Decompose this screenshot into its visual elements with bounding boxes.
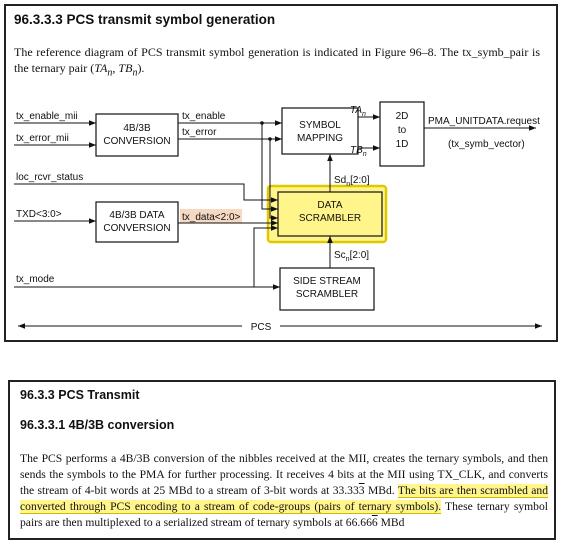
section-heading-96-3-3: 96.3.3 PCS Transmit bbox=[20, 388, 140, 402]
symbol-mapping-label-1: SYMBOL bbox=[299, 120, 341, 131]
side-stream-label-2: SCRAMBLER bbox=[296, 289, 358, 300]
para-tb-sub: n bbox=[132, 67, 138, 79]
symbol-mapping-block bbox=[281, 107, 359, 155]
input-tx-enable-mii: tx_enable_mii bbox=[16, 111, 78, 122]
tx-data-tag bbox=[180, 209, 242, 223]
data-scrambler-label-1: DATA bbox=[317, 200, 343, 211]
para-tb: TB bbox=[118, 61, 133, 75]
signal-tb: TBn bbox=[350, 145, 367, 158]
input-tx-error-mii: tx_error_mii bbox=[16, 133, 69, 144]
signal-pma-request: PMA_UNITDATA.request bbox=[428, 116, 540, 127]
data-scrambler-label-2: SCRAMBLER bbox=[299, 213, 361, 224]
junction-tx-error bbox=[268, 137, 272, 141]
signal-tx-enable: tx_enable bbox=[182, 111, 226, 122]
input-loc-rcvr-status: loc_rcvr_status bbox=[16, 172, 83, 183]
para-text: The PCS performs a 4B/3B conversion of t… bbox=[20, 452, 548, 497]
para-end: ). bbox=[137, 61, 145, 75]
pcs-label: PCS bbox=[251, 322, 272, 333]
signal-sc: Scn[2:0] bbox=[334, 250, 369, 263]
conv-2d-label-2: to bbox=[398, 125, 407, 136]
data-conv-block bbox=[95, 201, 179, 243]
side-stream-label-1: SIDE STREAM bbox=[293, 276, 361, 287]
para-sep: , bbox=[112, 61, 119, 75]
signal-tx-symb-vector: (tx_symb_vector) bbox=[448, 139, 525, 150]
para-text: MBd bbox=[377, 516, 405, 529]
conversion-paragraph: The PCS performs a 4B/3B conversion of t… bbox=[20, 451, 548, 531]
wire-loc-rcvr-status bbox=[14, 183, 278, 203]
repeating-digit: 3 bbox=[358, 484, 365, 497]
figure-intro-paragraph: The reference diagram of PCS transmit sy… bbox=[14, 44, 540, 81]
para-ta: TA bbox=[94, 61, 108, 75]
side-stream-scrambler-block bbox=[279, 267, 375, 311]
para-ta-sub: n bbox=[107, 67, 113, 79]
wire-tx-mode-to-scrambler bbox=[253, 225, 278, 287]
wire-tx-error-to-scrambler bbox=[269, 139, 278, 221]
data-scrambler-block bbox=[277, 191, 383, 237]
para-text: MBd. bbox=[364, 484, 398, 497]
conv-4b3b-label-1: 4B/3B bbox=[123, 123, 151, 134]
pcs-transmit-diagram: 4B/3B CONVERSION 4B/3B DATA CONVERSION S… bbox=[14, 101, 542, 333]
signal-ta: TAn bbox=[350, 105, 366, 118]
conv-2d-label-1: 2D bbox=[396, 111, 409, 122]
conv-4b3b-label-2: CONVERSION bbox=[103, 136, 170, 147]
junction-tx-enable bbox=[260, 121, 264, 125]
data-conv-label-2: CONVERSION bbox=[103, 223, 170, 234]
section-heading-96-3-3-3: 96.3.3.3 PCS transmit symbol generation bbox=[14, 12, 276, 27]
wire-tx-enable-to-scrambler bbox=[261, 123, 278, 212]
symbol-mapping-label-2: MAPPING bbox=[297, 133, 343, 144]
signal-tx-error: tx_error bbox=[182, 127, 217, 138]
conv-2d-label-3: 1D bbox=[396, 139, 409, 150]
input-tx-mode: tx_mode bbox=[16, 274, 55, 285]
repeating-digit: 6 bbox=[371, 516, 378, 529]
signal-tx-data: tx_data<2:0> bbox=[182, 212, 241, 223]
para-text: These ternary symbol pairs are then mult… bbox=[20, 500, 549, 529]
para-text: The reference diagram of PCS transmit sy… bbox=[14, 45, 540, 75]
section-heading-96-3-3-1: 96.3.3.1 4B/3B conversion bbox=[20, 418, 175, 432]
input-txd: TXD<3:0> bbox=[16, 209, 62, 220]
signal-sd: Sdn[2:0] bbox=[334, 175, 370, 188]
conv-4b3b-block bbox=[95, 113, 179, 157]
conv-2d-1d-block bbox=[379, 101, 425, 167]
data-conv-label-1: 4B/3B DATA bbox=[109, 210, 165, 221]
